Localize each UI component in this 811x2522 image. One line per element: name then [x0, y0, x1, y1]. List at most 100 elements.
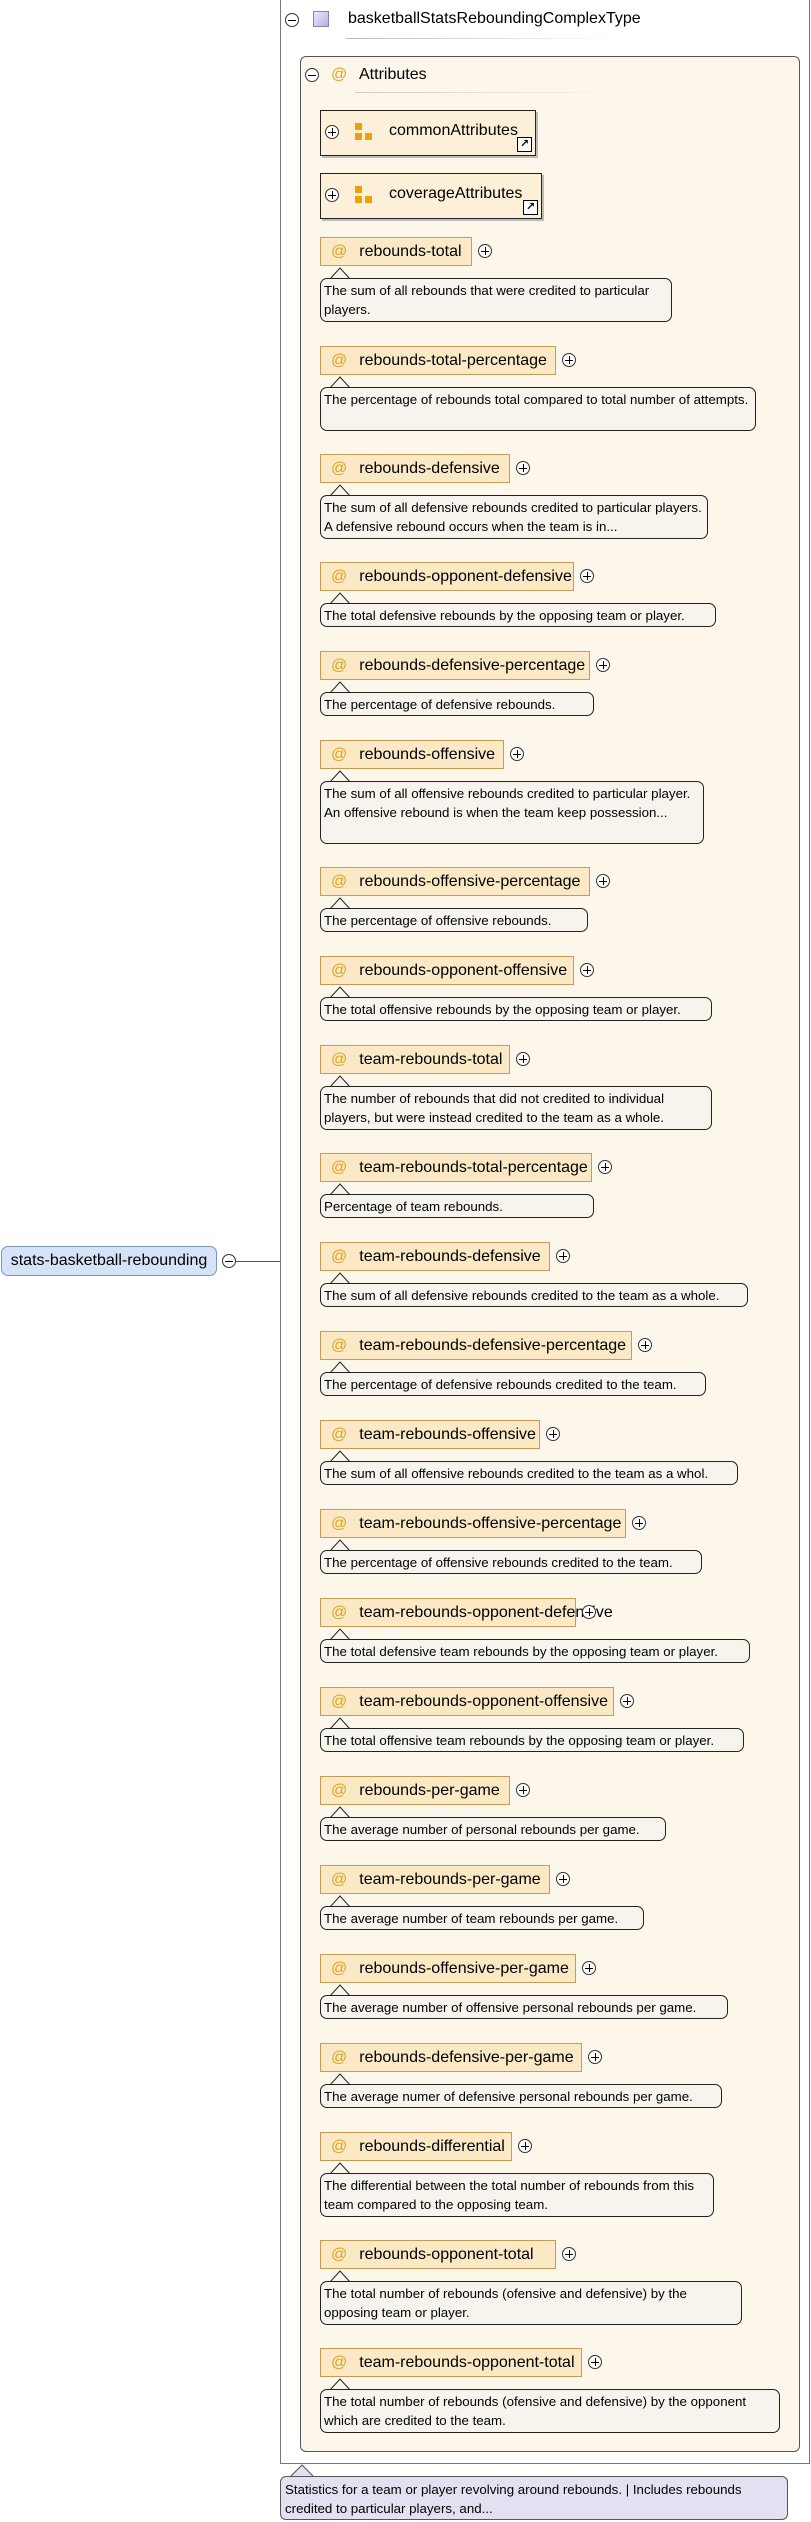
expand-toggle[interactable]	[510, 747, 524, 761]
doc-notch	[330, 1717, 351, 1730]
expand-toggle[interactable]	[546, 1427, 560, 1441]
expand-toggle[interactable]	[516, 1052, 530, 1066]
attribute-team-rebounds-offensive[interactable]: @team-rebounds-offensive	[320, 1420, 540, 1449]
attribute-group-icon	[365, 133, 372, 140]
attribute-at-icon: @	[331, 1247, 348, 1265]
doc-notch	[330, 681, 351, 694]
attribute-at-icon: @	[331, 2048, 348, 2066]
attribute-team-rebounds-total-percentage[interactable]: @team-rebounds-total-percentage	[320, 1153, 592, 1182]
expand-toggle[interactable]	[588, 2050, 602, 2064]
element-node-stats-basketball-rebounding[interactable]: stats-basketball-rebounding	[1, 1246, 217, 1276]
attribute-rebounds-opponent-offensive[interactable]: @rebounds-opponent-offensive	[320, 956, 574, 985]
attribute-rebounds-total-percentage[interactable]: @rebounds-total-percentage	[320, 346, 556, 375]
attribute-rebounds-offensive[interactable]: @rebounds-offensive	[320, 740, 504, 769]
collapse-toggle-attributes[interactable]	[305, 68, 319, 82]
attribute-name: team-rebounds-defensive-percentage	[359, 1336, 627, 1354]
attribute-documentation: The percentage of offensive rebounds cre…	[320, 1550, 702, 1574]
attribute-team-rebounds-offensive-percentage[interactable]: @team-rebounds-offensive-percentage	[320, 1509, 626, 1538]
expand-toggle[interactable]	[632, 1516, 646, 1530]
doc-notch	[330, 592, 351, 605]
attribute-name: rebounds-total	[359, 242, 462, 260]
attribute-team-rebounds-defensive-percentage[interactable]: @team-rebounds-defensive-percentage	[320, 1331, 632, 1360]
attribute-rebounds-opponent-total[interactable]: @rebounds-opponent-total	[320, 2240, 556, 2269]
expand-toggle[interactable]	[588, 2355, 602, 2369]
attribute-team-rebounds-per-game[interactable]: @team-rebounds-per-game	[320, 1865, 550, 1894]
attribute-documentation: The sum of all rebounds that were credit…	[320, 278, 672, 322]
attribute-documentation: The number of rebounds that did not cred…	[320, 1086, 712, 1130]
divider	[346, 38, 622, 39]
expand-toggle[interactable]	[516, 1783, 530, 1797]
attribute-at-icon: @	[331, 2353, 348, 2371]
attribute-rebounds-offensive-percentage[interactable]: @rebounds-offensive-percentage	[320, 867, 590, 896]
expand-toggle[interactable]	[596, 874, 610, 888]
attribute-name: rebounds-offensive	[359, 745, 496, 763]
reference-arrow-icon[interactable]: ↗	[517, 137, 532, 152]
doc-notch	[330, 1984, 351, 1997]
attribute-name: team-rebounds-total-percentage	[359, 1158, 588, 1176]
doc-notch	[330, 2378, 351, 2391]
attribute-name: rebounds-total-percentage	[359, 351, 547, 369]
doc-notch	[330, 1272, 351, 1285]
attribute-group-coverage-attributes[interactable]: coverageAttributes ↗	[320, 173, 542, 219]
expand-toggle[interactable]	[518, 2139, 532, 2153]
expand-toggle[interactable]	[580, 569, 594, 583]
expand-toggle[interactable]	[562, 2247, 576, 2261]
doc-notch	[330, 376, 351, 389]
attribute-name: rebounds-defensive	[359, 459, 500, 477]
attribute-team-rebounds-opponent-total[interactable]: @team-rebounds-opponent-total	[320, 2348, 582, 2377]
attribute-documentation: The total number of rebounds (ofensive a…	[320, 2389, 780, 2433]
expand-toggle[interactable]	[598, 1160, 612, 1174]
attribute-rebounds-total[interactable]: @ rebounds-total	[320, 237, 472, 266]
expand-toggle[interactable]	[516, 461, 530, 475]
attribute-rebounds-opponent-defensive[interactable]: @rebounds-opponent-defensive	[320, 562, 574, 591]
attribute-rebounds-defensive-per-game[interactable]: @rebounds-defensive-per-game	[320, 2043, 582, 2072]
attribute-at-icon: @	[331, 1781, 348, 1799]
attribute-rebounds-defensive-percentage[interactable]: @rebounds-defensive-percentage	[320, 651, 590, 680]
attribute-team-rebounds-opponent-offensive[interactable]: @team-rebounds-opponent-offensive	[320, 1687, 614, 1716]
attribute-rebounds-offensive-per-game[interactable]: @rebounds-offensive-per-game	[320, 1954, 576, 1983]
expand-toggle[interactable]	[562, 353, 576, 367]
complex-type-name: basketballStatsReboundingComplexType	[348, 10, 641, 27]
attribute-name: team-rebounds-defensive	[359, 1247, 541, 1265]
attribute-documentation: The total defensive team rebounds by the…	[320, 1639, 750, 1663]
attribute-documentation: The total defensive rebounds by the oppo…	[320, 603, 716, 627]
expand-toggle[interactable]	[582, 1961, 596, 1975]
attribute-documentation: Percentage of team rebounds.	[320, 1194, 594, 1218]
doc-notch	[330, 1895, 351, 1908]
attribute-group-name: coverageAttributes	[389, 185, 523, 202]
attribute-group-icon	[365, 196, 372, 203]
element-name: stats-basketball-rebounding	[10, 1252, 208, 1269]
attribute-team-rebounds-defensive[interactable]: @ team-rebounds-defensive	[320, 1242, 550, 1271]
expand-toggle[interactable]	[582, 1605, 596, 1619]
attribute-at-icon: @	[331, 242, 348, 260]
collapse-toggle-complex-type[interactable]	[285, 13, 299, 27]
attribute-rebounds-per-game[interactable]: @ rebounds-per-game	[320, 1776, 510, 1805]
reference-arrow-icon[interactable]: ↗	[523, 200, 538, 215]
expand-toggle[interactable]	[620, 1694, 634, 1708]
attribute-documentation: The percentage of rebounds total compare…	[320, 387, 756, 431]
attribute-group-icon	[355, 133, 362, 140]
attribute-name: team-rebounds-opponent-offensive	[359, 1692, 609, 1710]
expand-toggle[interactable]	[556, 1872, 570, 1886]
attribute-group-common-attributes[interactable]: commonAttributes ↗	[320, 110, 536, 156]
expand-toggle[interactable]	[478, 244, 492, 258]
attribute-rebounds-defensive[interactable]: @rebounds-defensive	[320, 454, 510, 483]
attribute-team-rebounds-total[interactable]: @team-rebounds-total	[320, 1045, 510, 1074]
attribute-at-icon: @	[331, 961, 348, 979]
expand-toggle[interactable]	[325, 188, 339, 202]
expand-toggle[interactable]	[596, 658, 610, 672]
collapse-toggle-element[interactable]	[222, 1254, 236, 1268]
attribute-team-rebounds-opponent-defensive[interactable]: @team-rebounds-opponent-defensive	[320, 1598, 613, 1627]
expand-toggle[interactable]	[638, 1338, 652, 1352]
attribute-name: team-rebounds-offensive	[359, 1425, 536, 1443]
attribute-name: rebounds-per-game	[359, 1781, 500, 1799]
expand-toggle[interactable]	[325, 125, 339, 139]
expand-toggle[interactable]	[556, 1249, 570, 1263]
attribute-rebounds-differential[interactable]: @rebounds-differential	[320, 2132, 512, 2161]
attribute-documentation: The total number of rebounds (ofensive a…	[320, 2281, 742, 2325]
attribute-documentation: The percentage of defensive rebounds.	[320, 692, 594, 716]
attribute-at-icon: @	[331, 66, 348, 83]
attribute-documentation: The sum of all defensive rebounds credit…	[320, 1283, 748, 1307]
expand-toggle[interactable]	[580, 963, 594, 977]
attribute-name: rebounds-defensive-percentage	[359, 656, 586, 674]
